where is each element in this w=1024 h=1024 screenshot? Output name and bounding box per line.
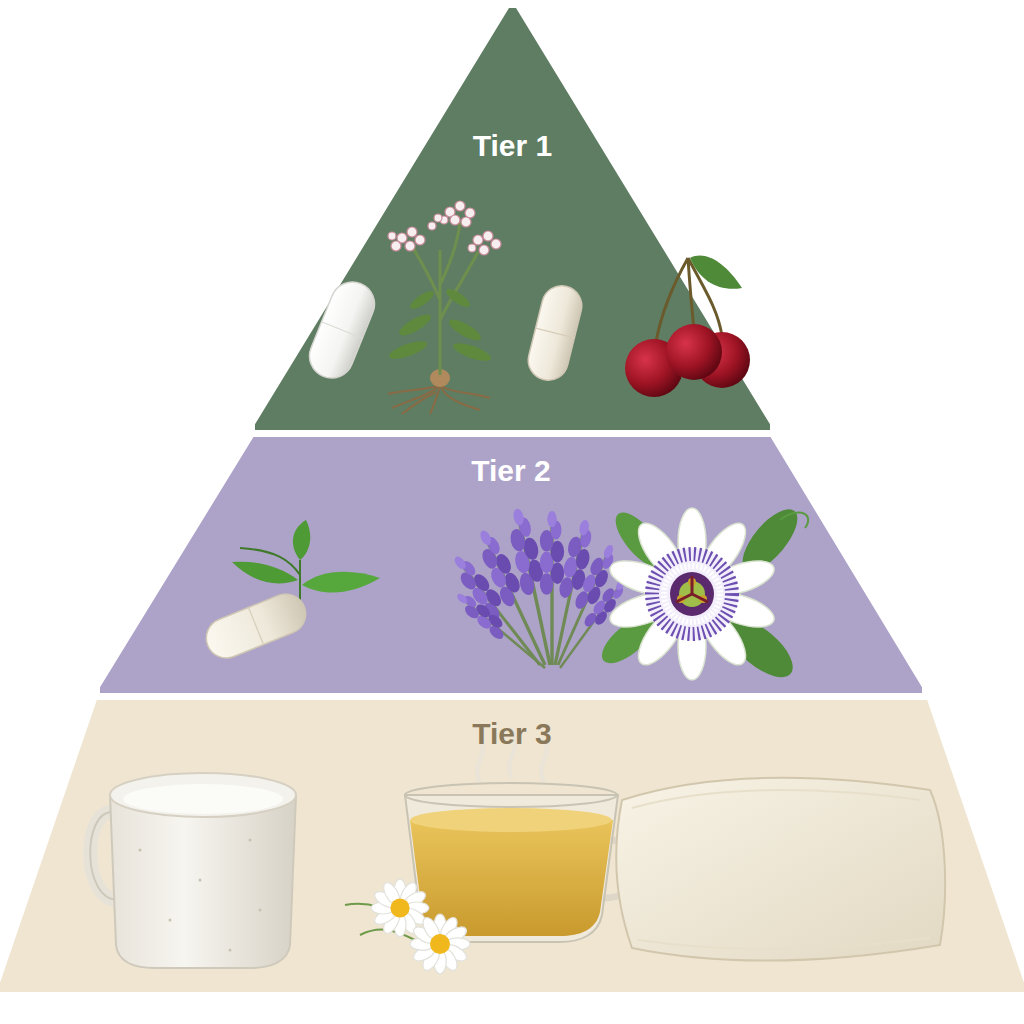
tier-label: Tier 1 [473, 128, 553, 164]
tier-label-wrap: Tier 1 [255, 128, 770, 164]
tier-label-wrap: Tier 2 [100, 453, 922, 489]
tier-band: Tier 1 [255, 8, 770, 430]
tier-label: Tier 2 [471, 453, 551, 489]
tier-label: Tier 3 [472, 716, 552, 752]
tier-shape [255, 8, 770, 430]
tier-band: Tier 2 [100, 437, 922, 693]
tier-outline [100, 437, 922, 693]
tier-outline [0, 700, 1024, 992]
tier-outline [255, 8, 770, 430]
tier-label-wrap: Tier 3 [0, 716, 1024, 752]
tier-band: Tier 3 [0, 700, 1024, 992]
